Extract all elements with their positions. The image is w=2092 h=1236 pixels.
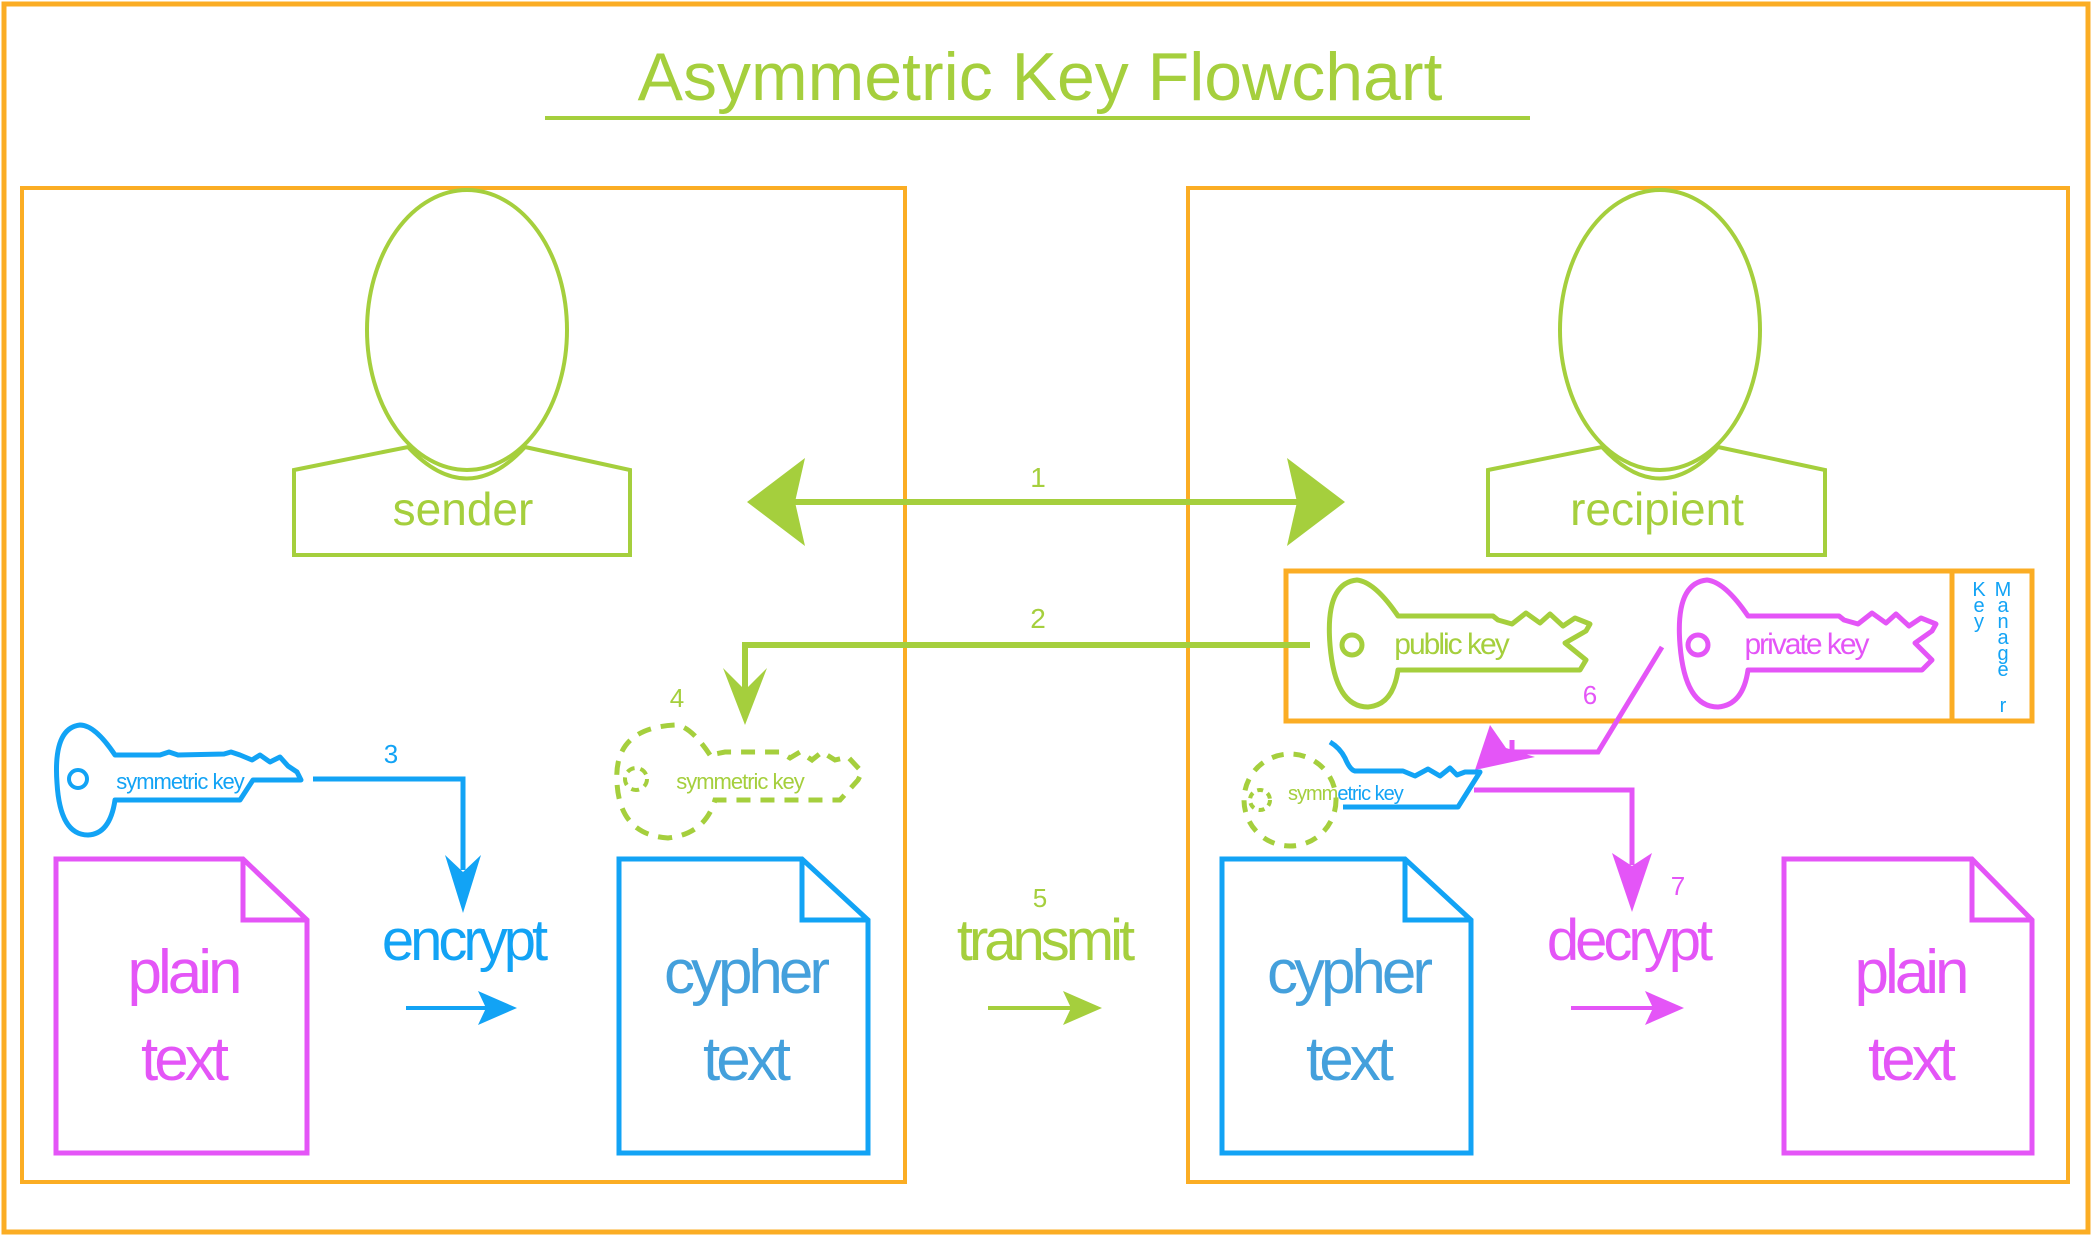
svg-text:text: text — [1868, 1025, 1956, 1094]
sender-label: sender — [393, 483, 534, 535]
svg-text:e: e — [1973, 595, 1984, 617]
sender-symmetric-key-label: symmetric key — [116, 769, 245, 794]
transmit-label: transmit — [957, 908, 1135, 973]
recipient-symmetric-key-label: symmetric key — [1288, 783, 1404, 805]
sender-symmetric-key-icon — [53, 722, 304, 838]
arrow-step-6: 6 — [1475, 645, 1665, 770]
private-key-icon — [1676, 577, 1939, 710]
svg-text:text: text — [1306, 1025, 1394, 1094]
svg-text:M: M — [1995, 579, 2012, 601]
recipient-symmetric-key-icon — [1241, 739, 1483, 849]
arrow-step-2: 2 — [723, 603, 1310, 725]
svg-text:plain: plain — [1855, 938, 1967, 1007]
public-key-label: public key — [1394, 628, 1509, 661]
svg-text:n: n — [1997, 611, 2008, 633]
step-2-label: 2 — [1030, 603, 1046, 634]
svg-text:text: text — [141, 1025, 229, 1094]
svg-text:cypher: cypher — [664, 938, 829, 1007]
key-manager: K e y M a n a g e r public key private k… — [1283, 568, 2035, 724]
svg-text:a: a — [1997, 627, 2009, 649]
step-7-label: 7 — [1671, 871, 1685, 901]
recipient-label: recipient — [1570, 483, 1744, 535]
public-key-icon — [1326, 577, 1593, 710]
sender-body — [292, 444, 632, 557]
decrypt-label: decrypt — [1547, 908, 1713, 973]
svg-text:y: y — [1974, 611, 1984, 633]
sender-avatar: sender — [292, 188, 632, 557]
sender-head — [365, 188, 569, 472]
encrypt-label: encrypt — [382, 908, 548, 973]
step-4-label: 4 — [670, 683, 684, 713]
svg-text:cypher: cypher — [1267, 938, 1432, 1007]
encrypted-symmetric-key-icon — [614, 722, 866, 841]
step-3-label: 3 — [384, 739, 398, 769]
step-1-label: 1 — [1030, 462, 1046, 493]
svg-text:r: r — [2000, 695, 2007, 717]
encrypt-step: encrypt — [382, 908, 552, 1025]
svg-text:text: text — [703, 1025, 791, 1094]
svg-text:g: g — [1997, 643, 2008, 665]
svg-text:plain: plain — [128, 938, 240, 1007]
recipient-plain-text-document: plain text — [1781, 856, 2035, 1156]
svg-text:K: K — [1972, 579, 1986, 601]
sender-plain-text-document: plain text — [53, 856, 310, 1156]
step-6-label: 6 — [1583, 680, 1597, 710]
svg-text:a: a — [1997, 595, 2009, 617]
page-title: Asymmetric Key Flowchart — [638, 39, 1443, 115]
arrow-step-7: 7 — [1474, 787, 1685, 912]
encrypted-symmetric-key-label: symmetric key — [676, 769, 805, 794]
key-manager-label: K e y M a n a g e r — [1972, 579, 2011, 717]
svg-text:e: e — [1997, 659, 2008, 681]
recipient-head — [1558, 188, 1762, 472]
decrypt-step: decrypt — [1547, 908, 1717, 1025]
transmit-step: 5 transmit — [957, 883, 1139, 1025]
arrow-step-1: 1 — [747, 458, 1345, 546]
recipient-avatar: recipient — [1486, 188, 1827, 557]
recipient-panel — [1186, 186, 2070, 1184]
arrow-step-3: 3 — [313, 739, 481, 913]
recipient-body — [1486, 444, 1827, 557]
private-key-label: private key — [1744, 628, 1869, 661]
sender-cypher-text-document: cypher text — [616, 856, 871, 1156]
recipient-cypher-text-document: cypher text — [1219, 856, 1474, 1156]
step-5-label: 5 — [1033, 883, 1047, 913]
sender-panel — [20, 186, 907, 1184]
